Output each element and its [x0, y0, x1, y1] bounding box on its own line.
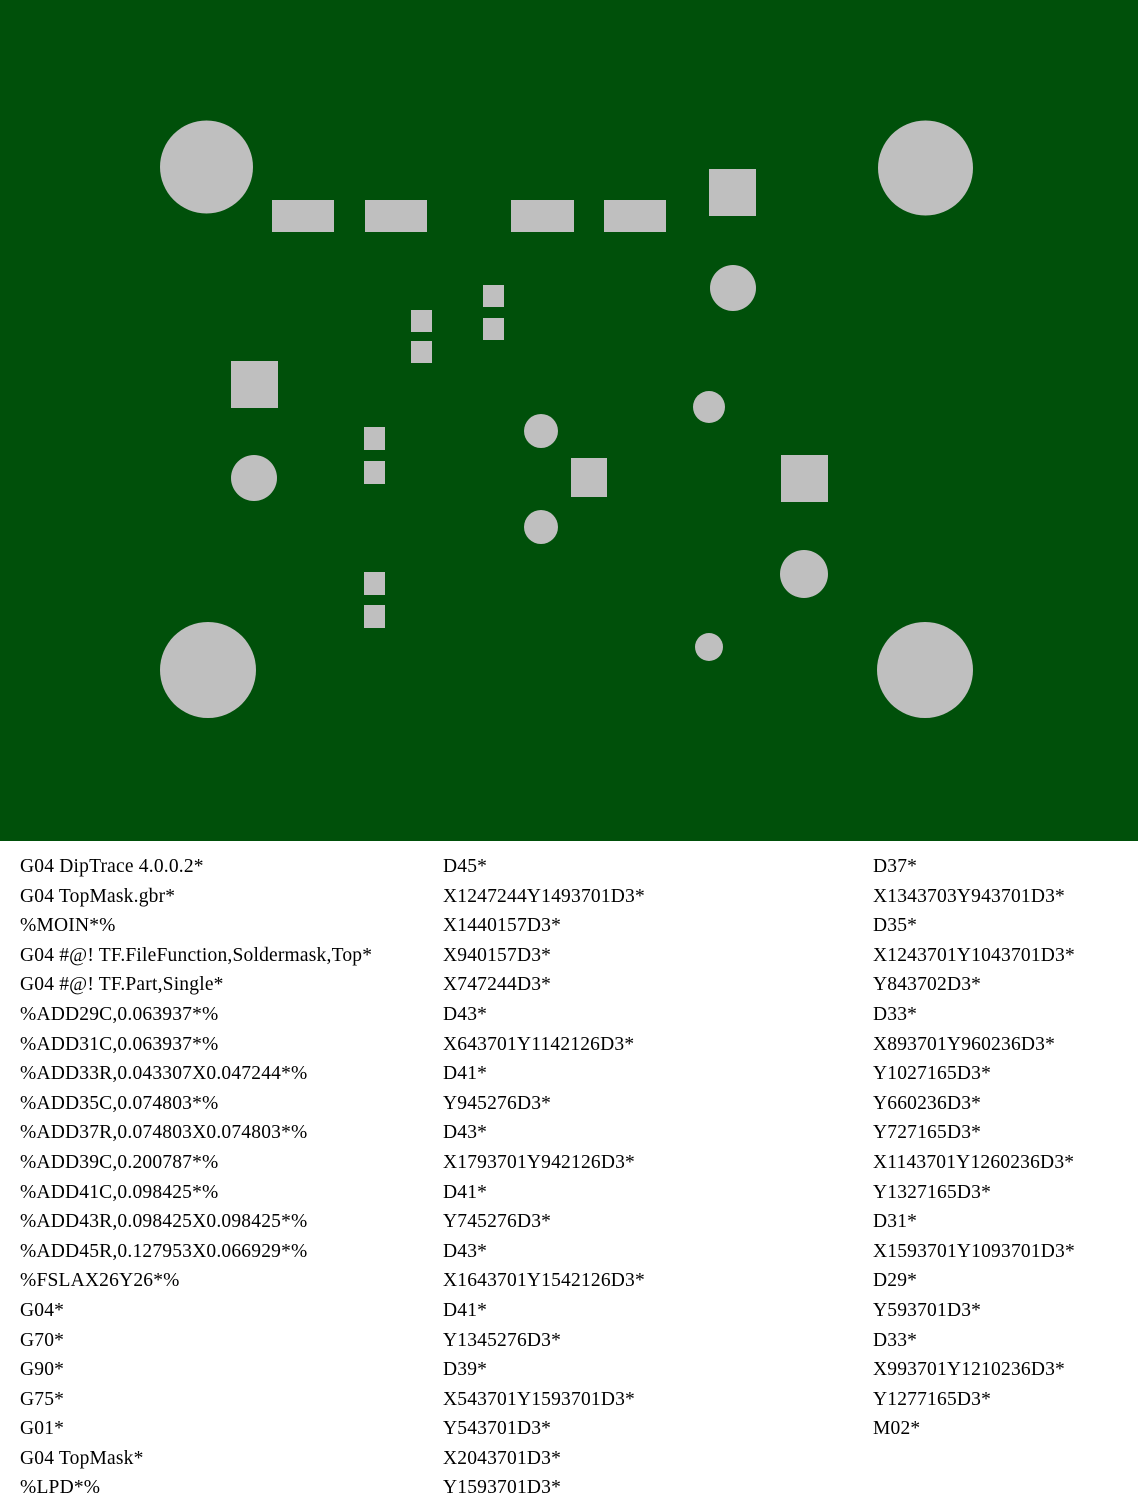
gerber-line: X893701Y960236D3* — [873, 1033, 1056, 1055]
gerber-line: Y593701D3* — [873, 1299, 982, 1321]
gerber-line: X1593701Y1093701D3* — [873, 1240, 1075, 1262]
pad-small-mid-2 — [364, 461, 385, 484]
gerber-line: Y745276D3* — [443, 1211, 552, 1233]
gerber-line: X940157D3* — [443, 944, 552, 966]
gerber-line: D33* — [873, 1003, 918, 1025]
gerber-line: X1440157D3* — [443, 915, 562, 937]
gerber-line: %LPD*% — [20, 1477, 101, 1499]
gerber-line: D35* — [873, 915, 918, 937]
gerber-line: G04 TopMask.gbr* — [20, 885, 176, 907]
gerber-line: %FSLAX26Y26*% — [20, 1270, 180, 1292]
gerber-line: %ADD37R,0.074803X0.074803*% — [20, 1122, 308, 1144]
pad-mounting-hole-bottom-right — [877, 622, 973, 718]
gerber-line: G01* — [20, 1418, 65, 1440]
pad-square-center — [571, 458, 607, 497]
pad-small-left-1 — [411, 310, 432, 332]
gerber-line: X2043701D3* — [443, 1447, 562, 1469]
gerber-line: X747244D3* — [443, 974, 552, 996]
pad-mounting-hole-top-right — [878, 120, 973, 216]
pad-connector-3 — [511, 200, 574, 232]
gerber-line: D37* — [873, 856, 918, 877]
pad-small-mid-4 — [364, 605, 385, 628]
pad-square-right — [781, 455, 828, 502]
gerber-line: D33* — [873, 1329, 918, 1351]
gerber-line: Y1327165D3* — [873, 1181, 992, 1203]
gerber-line: D43* — [443, 1003, 488, 1025]
pad-circle-center-upper — [524, 414, 558, 448]
gerber-line: %ADD31C,0.063937*% — [20, 1033, 219, 1055]
pad-small-right-2 — [483, 318, 504, 340]
gerber-line: G04 #@! TF.Part,Single* — [20, 974, 224, 996]
gerber-line: %MOIN*% — [20, 915, 116, 937]
gerber-line: M02* — [873, 1418, 921, 1440]
gerber-line: G04 TopMask* — [20, 1447, 144, 1469]
gerber-line: Y1027165D3* — [873, 1063, 992, 1085]
gerber-line: D29* — [873, 1270, 918, 1292]
pad-connector-1 — [272, 200, 334, 232]
gerber-line: D39* — [443, 1359, 488, 1381]
pad-circle-center-lower — [524, 510, 558, 544]
gerber-line: D43* — [443, 1240, 488, 1262]
gerber-line: D31* — [873, 1211, 918, 1233]
pad-circle-upper-right — [710, 265, 756, 311]
gerber-line: Y1345276D3* — [443, 1329, 562, 1351]
gerber-line: Y727165D3* — [873, 1122, 982, 1144]
gerber-column-1: G04 DipTrace 4.0.0.2* G04 TopMask.gbr* %MO… — [0, 852, 432, 1503]
gerber-line: G90* — [20, 1359, 65, 1381]
gerber-line: D45* — [443, 856, 488, 877]
gerber-line: X1143701Y1260236D3* — [873, 1151, 1075, 1173]
gerber-line: D41* — [443, 1063, 488, 1085]
gerber-line: D41* — [443, 1181, 488, 1203]
pad-small-left-2 — [411, 341, 432, 363]
pad-connector-4 — [604, 200, 666, 232]
gerber-line: G04 #@! TF.FileFunction,Soldermask,Top* — [20, 944, 373, 966]
gerber-line: Y543701D3* — [443, 1418, 552, 1440]
pad-mounting-hole-bottom-left — [160, 622, 256, 718]
pad-circle-center-right — [693, 391, 725, 423]
gerber-line: X543701Y1593701D3* — [443, 1388, 636, 1410]
gerber-line: G04 DipTrace 4.0.0.2* — [20, 856, 204, 877]
gerber-column-2: D45* X1247244Y1493701D3* X1440157D3* X94015… — [432, 852, 862, 1503]
gerber-line: X643701Y1142126D3* — [443, 1033, 635, 1055]
gerber-line: %ADD33R,0.043307X0.047244*% — [20, 1063, 308, 1085]
gerber-line: Y1277165D3* — [873, 1388, 992, 1410]
gerber-line: %ADD35C,0.074803*% — [20, 1092, 219, 1114]
gerber-line: X1247244Y1493701D3* — [443, 885, 645, 907]
gerber-line: X993701Y1210236D3* — [873, 1359, 1066, 1381]
gerber-line: %ADD29C,0.063937*% — [20, 1003, 219, 1025]
gerber-line: Y945276D3* — [443, 1092, 552, 1114]
pad-small-mid-1 — [364, 427, 385, 450]
pad-circle-left — [231, 455, 277, 501]
pad-small-right-1 — [483, 285, 504, 307]
pad-small-mid-3 — [364, 572, 385, 595]
gerber-line: X1243701Y1043701D3* — [873, 944, 1075, 966]
pad-square-top-right — [709, 169, 756, 216]
pad-connector-2 — [365, 200, 427, 232]
gerber-source-listing: G04 DipTrace 4.0.0.2* G04 TopMask.gbr* %MO… — [0, 841, 1138, 1498]
gerber-line: %ADD45R,0.127953X0.066929*% — [20, 1240, 308, 1262]
pad-circle-bottom-center — [695, 633, 723, 661]
pcb-soldermask-preview — [0, 0, 1138, 841]
gerber-line: X1343703Y943701D3* — [873, 885, 1066, 907]
gerber-line: %ADD43R,0.098425X0.098425*% — [20, 1211, 308, 1233]
pcb-pad-layer — [160, 120, 973, 718]
gerber-line: %ADD39C,0.200787*% — [20, 1151, 219, 1173]
pad-circle-right-lower — [780, 550, 828, 598]
gerber-line: X1793701Y942126D3* — [443, 1151, 636, 1173]
gerber-line: D41* — [443, 1299, 488, 1321]
gerber-line: X1643701Y1542126D3* — [443, 1270, 645, 1292]
gerber-line: Y660236D3* — [873, 1092, 982, 1114]
gerber-line: D43* — [443, 1122, 488, 1144]
gerber-line: Y843702D3* — [873, 974, 982, 996]
gerber-line: G75* — [20, 1388, 65, 1410]
gerber-column-3: D37* X1343703Y943701D3* D35* X1243701Y10437… — [862, 852, 1138, 1444]
gerber-line: G70* — [20, 1329, 65, 1351]
gerber-line: %ADD41C,0.098425*% — [20, 1181, 219, 1203]
gerber-line: G04* — [20, 1299, 65, 1321]
gerber-line: Y1593701D3* — [443, 1477, 562, 1499]
pad-mounting-hole-top-left — [160, 120, 253, 214]
pad-square-left — [231, 361, 278, 408]
